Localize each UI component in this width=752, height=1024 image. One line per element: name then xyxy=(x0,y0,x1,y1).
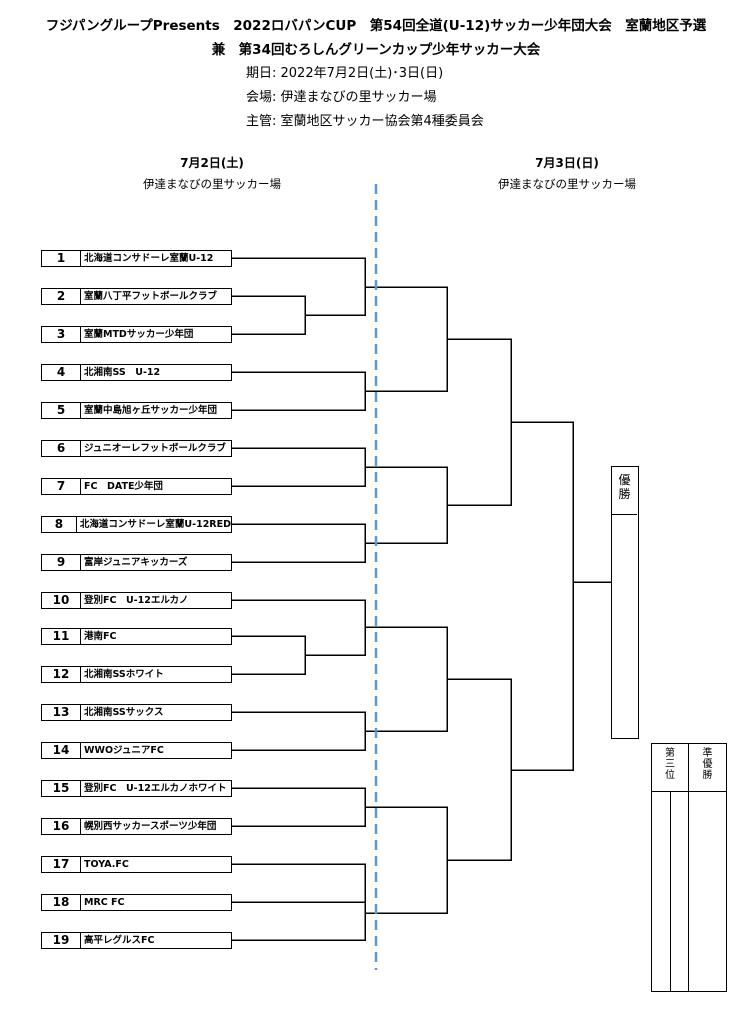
title-line-2: 兼 第34回むろしんグリーンカップ少年サッカー大会 xyxy=(211,42,541,58)
venue-line: 会場: 伊達まなびの里サッカー場 xyxy=(246,90,437,105)
winner-label: 優 勝 xyxy=(612,467,637,515)
third-place-divider xyxy=(670,792,671,991)
third-place-column: 第 三 位 xyxy=(652,744,689,991)
placing-table: 第 三 位 準 優 勝 xyxy=(651,743,727,992)
title-line-1: フジパングループPresents 2022ロバパンCUP 第54回全道(U-12… xyxy=(45,18,707,34)
organizer-line: 主管: 室蘭地区サッカー協会第4種委員会 xyxy=(246,114,484,129)
third-place-label: 第 三 位 xyxy=(652,744,688,792)
winner-box: 優 勝 xyxy=(611,466,639,739)
day2-label: 7月3日(日) xyxy=(535,156,599,170)
day1-venue: 伊達まなびの里サッカー場 xyxy=(143,177,281,191)
day1-label: 7月2日(土) xyxy=(180,156,244,170)
runner-up-label: 準 優 勝 xyxy=(689,744,726,792)
day2-venue: 伊達まなびの里サッカー場 xyxy=(498,177,636,191)
runner-up-column: 準 優 勝 xyxy=(689,744,726,991)
date-line: 期日: 2022年7月2日(土)･3日(日) xyxy=(246,66,444,81)
